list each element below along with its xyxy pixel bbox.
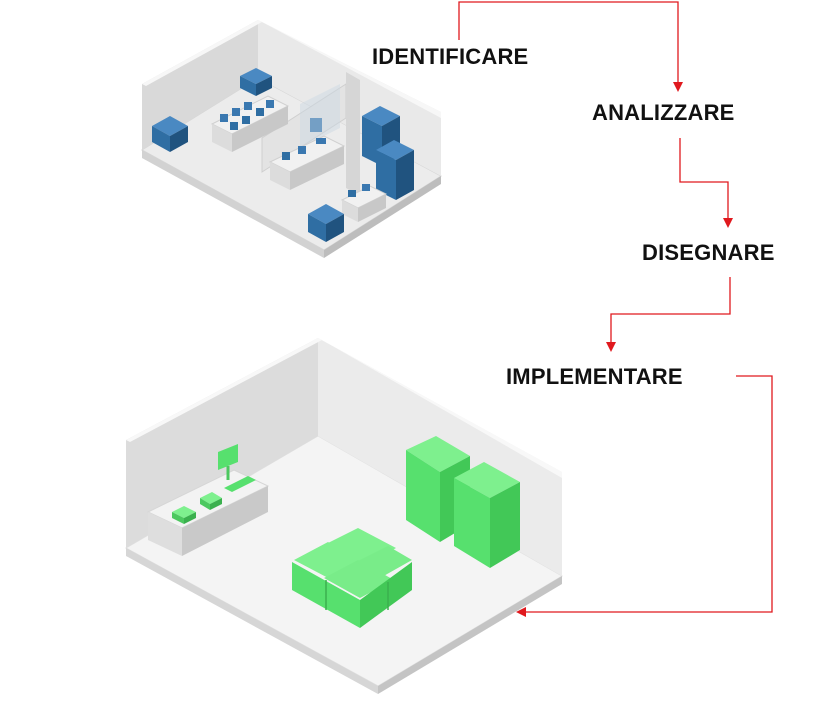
arrow-design-to-implement — [606, 277, 731, 352]
after-layout-room — [124, 338, 563, 694]
workbench — [340, 184, 388, 222]
step-label-analyze: ANALIZZARE — [592, 100, 735, 125]
workbench — [210, 95, 290, 152]
cabinet — [152, 116, 188, 152]
before-layout-room — [141, 20, 442, 258]
step-label-design: DISEGNARE — [642, 240, 775, 265]
arrow-implement-to-room — [516, 375, 773, 617]
arrow-identify-to-analyze — [458, 1, 683, 92]
step-label-identify: IDENTIFICARE — [372, 44, 529, 69]
step-label-implement: IMPLEMENTARE — [506, 364, 683, 389]
process-arrows — [458, 1, 773, 617]
storage-cabinet — [454, 462, 520, 568]
workbench — [146, 444, 270, 556]
server-rack — [376, 140, 414, 200]
arrow-analyze-to-design — [679, 138, 733, 228]
workbench — [268, 118, 346, 190]
storage-block — [292, 528, 412, 628]
cabinet — [308, 204, 344, 242]
cabinet — [240, 68, 272, 96]
